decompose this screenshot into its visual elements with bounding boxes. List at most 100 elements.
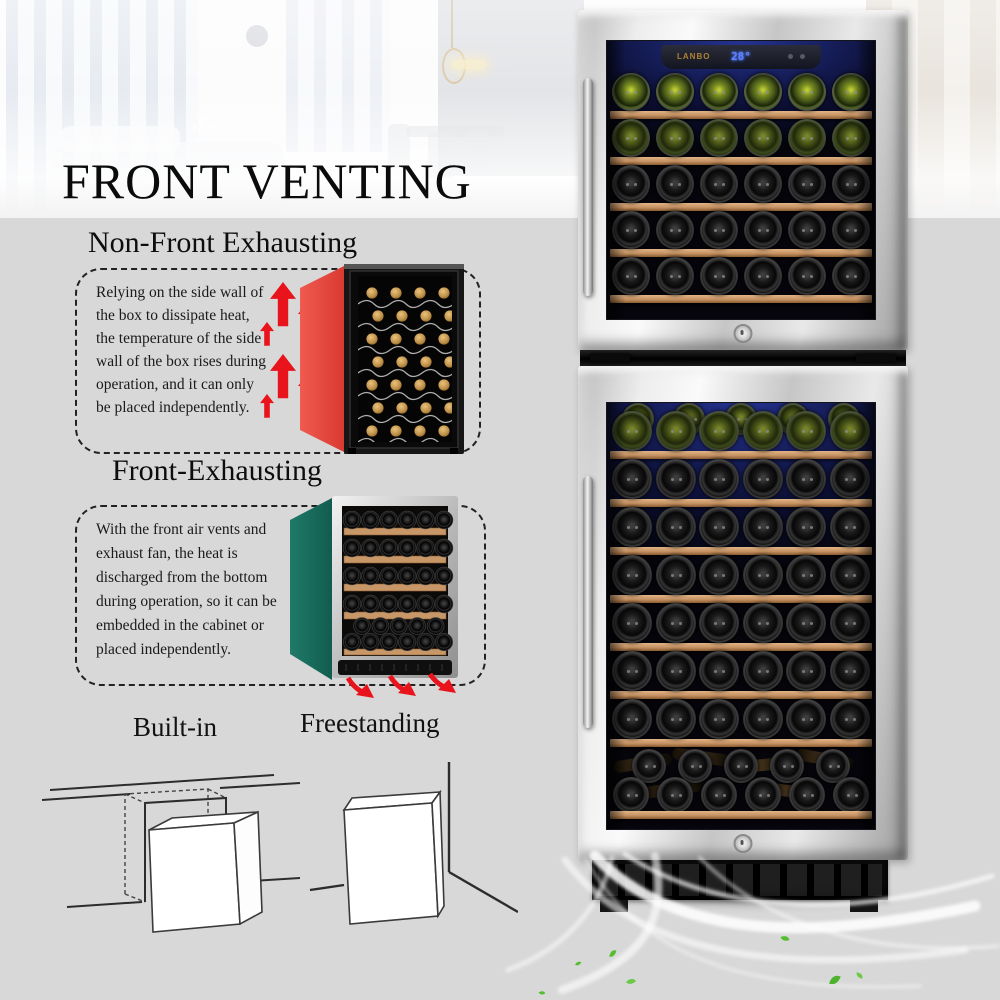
wine-bottle [612,699,652,739]
wine-bottle [612,211,650,249]
bottle-row [610,411,872,451]
wine-bottle [832,119,870,157]
wine-bottle [700,257,738,295]
wooden-shelf [610,295,872,303]
bottle-row [610,459,872,499]
wine-bottle [655,603,696,643]
wine-bottle [742,459,783,499]
wine-bottle [656,211,694,249]
wine-bottle [829,603,870,643]
wine-bottle [829,699,870,739]
wooden-shelf [610,691,872,699]
wine-bottle [832,73,870,111]
side-vent-cooler-image [300,264,464,454]
wine-bottle [699,651,740,691]
bottle-row [610,73,872,111]
door-lock [733,834,753,853]
page-title: FRONT VENTING [62,153,472,209]
bottle-row [610,119,872,157]
non-front-exhausting-description: Relying on the side wall of the box to d… [96,284,267,416]
wine-bottle [744,119,782,157]
door-handle [583,78,593,296]
bottle-row [610,211,872,249]
bottle-row [610,699,872,739]
wine-bottle [656,257,694,295]
wine-bottle [788,211,826,249]
wine-bottle [699,555,740,595]
wine-bottle [788,165,826,203]
wine-bottle [744,73,782,111]
wine-bottle [786,411,827,451]
wine-bottle [744,211,782,249]
front-exhausting-panel [75,505,486,686]
bottle-row [610,651,872,691]
wine-bottle [655,411,696,451]
wine-bottle [612,165,650,203]
wine-bottle [786,555,827,595]
lower-door [578,366,908,860]
wine-bottle [678,749,712,783]
non-front-exhausting-heading: Non-Front Exhausting [88,226,358,259]
wine-bottle [789,777,825,813]
wine-bottle [655,651,696,691]
upper-bottle-racks [610,73,872,303]
wooden-shelf [610,739,872,747]
wine-bottle [742,507,783,547]
freestanding-label: Freestanding [300,708,440,738]
wooden-shelf [610,203,872,211]
wine-bottle [699,459,740,499]
wooden-shelf [610,499,872,507]
built-in-diagram [41,774,300,933]
wine-bottle [612,555,652,595]
wine-bottle [656,165,694,203]
wine-bottle [829,507,870,547]
wine-bottle [700,119,738,157]
wine-bottle [612,73,650,111]
wine-bottle [742,411,783,451]
wine-bottle [770,749,804,783]
wine-bottle [742,603,783,643]
wooden-shelf [610,249,872,257]
bulk-bottle-storage [610,747,872,819]
panel-button [800,54,805,59]
temperature-display: 28° [731,50,751,63]
bottle-row [610,603,872,643]
bottle-row [610,555,872,595]
upper-door-glass: LANBO 28° [606,40,876,320]
wine-bottle [745,777,781,813]
wine-bottle [833,777,869,813]
wine-bottle [742,555,783,595]
wine-bottle [655,507,696,547]
wine-bottle [829,411,870,451]
wooden-shelf [610,451,872,459]
wine-bottle [612,119,650,157]
wooden-shelf [610,547,872,555]
wine-bottle [832,257,870,295]
wine-bottle [832,211,870,249]
front-vent-cooler-image [290,496,458,698]
wine-bottle [655,555,696,595]
wine-bottle [656,119,694,157]
wine-bottle [700,211,738,249]
wine-bottle [700,165,738,203]
wine-bottle [788,73,826,111]
wine-bottle [612,507,652,547]
wooden-shelf [610,811,872,819]
wine-bottle [656,73,694,111]
wine-bottle [612,257,650,295]
leaf-icon [538,936,863,995]
wine-bottle [788,257,826,295]
wine-bottle [701,777,737,813]
wine-bottle [829,555,870,595]
upper-door: LANBO 28° [578,10,908,350]
wooden-shelf [610,595,872,603]
bottle-row [610,257,872,295]
door-lock [733,324,753,343]
lower-bottle-racks [610,403,872,819]
wooden-shelf [610,157,872,165]
wine-bottle [699,699,740,739]
brand-label: LANBO [677,52,711,61]
cabinet-divider [580,350,906,366]
wine-bottle [786,507,827,547]
